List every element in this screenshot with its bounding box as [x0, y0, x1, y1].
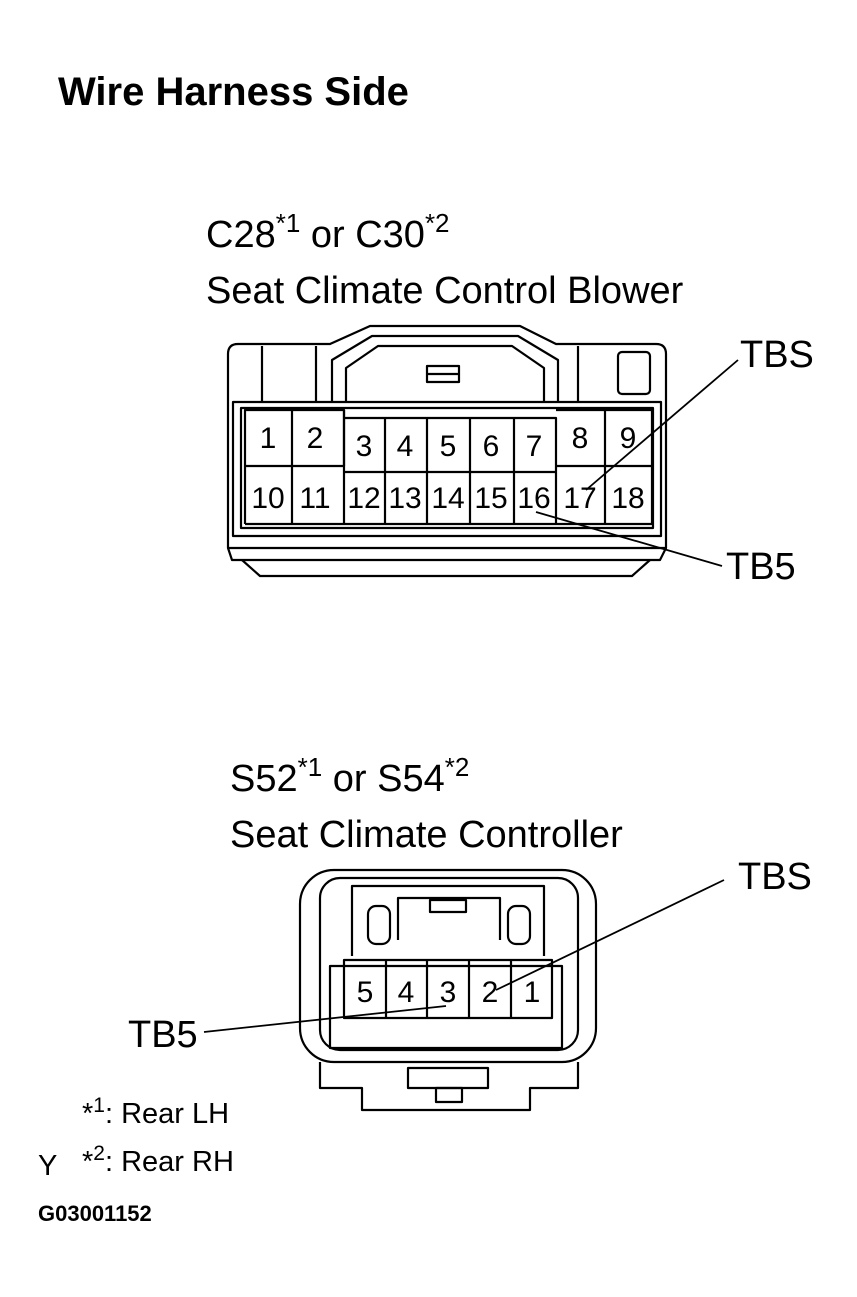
bottom-connector-id-b: S54 — [377, 758, 445, 800]
bottom-connector-id: S52*1 or S54*2 — [230, 754, 469, 800]
pin-number: 4 — [398, 976, 415, 1009]
pin-number: 1 — [524, 976, 541, 1009]
footnote-2: *2: Rear RH — [82, 1143, 234, 1178]
footnote-ref-2: *2 — [424, 208, 450, 238]
leader-bottom-tbs — [495, 879, 725, 991]
top-connector-id-b: C30 — [355, 214, 425, 256]
callout-top-tb5: TB5 — [726, 546, 796, 588]
pin-number: 7 — [526, 430, 543, 463]
or-text: or — [310, 214, 345, 256]
pin-number: 16 — [517, 482, 550, 515]
footnote-1: *1: Rear LH — [82, 1095, 230, 1130]
callout-top-tbs: TBS — [740, 334, 814, 376]
footnote-mark: * — [82, 1146, 94, 1178]
pin-number: 13 — [388, 482, 421, 515]
pin-number: 3 — [440, 976, 457, 1009]
pin-number: 2 — [482, 976, 499, 1009]
footnote-ref-1: *1 — [275, 208, 301, 238]
pin-number: 5 — [440, 430, 457, 463]
top-connector-id: C28*1 or C30*2 — [206, 210, 450, 256]
footnote-text: : Rear RH — [104, 1146, 234, 1178]
pin-number: 5 — [357, 976, 374, 1009]
stray-mark: Y — [38, 1150, 58, 1182]
page-title: Wire Harness Side — [58, 70, 409, 114]
pin-number: 17 — [563, 482, 596, 515]
pin-number: 2 — [307, 422, 324, 455]
pin-number: 10 — [251, 482, 284, 515]
footnote-ref-2: *2 — [444, 752, 470, 782]
callout-bottom-tbs: TBS — [738, 856, 812, 898]
leader-top-tbs — [585, 359, 739, 491]
pin-number: 1 — [260, 422, 277, 455]
top-connector-id-a: C28 — [206, 214, 276, 256]
pin-number: 6 — [483, 430, 500, 463]
figure-code: G03001152 — [38, 1201, 152, 1226]
leader-bottom-tb5 — [203, 1005, 447, 1033]
callout-bottom-tb5: TB5 — [128, 1014, 198, 1056]
pin-number: 14 — [431, 482, 464, 515]
pin-number: 15 — [474, 482, 507, 515]
or-text: or — [332, 758, 367, 800]
pin-number: 9 — [620, 422, 637, 455]
pin-number: 4 — [397, 430, 414, 463]
pin-number: 3 — [356, 430, 373, 463]
footnote-number: 1 — [93, 1094, 105, 1117]
top-connector-name: Seat Climate Control Blower — [206, 270, 684, 312]
top-connector-pin-grid — [243, 408, 654, 526]
pin-number: 11 — [299, 482, 330, 515]
bottom-connector-name: Seat Climate Controller — [230, 814, 623, 856]
bottom-connector-housing — [298, 868, 598, 1112]
footnote-number: 2 — [93, 1142, 105, 1165]
footnote-mark: * — [82, 1098, 94, 1130]
pin-number: 18 — [611, 482, 644, 515]
pin-number: 12 — [347, 482, 380, 515]
bottom-connector-id-a: S52 — [230, 758, 298, 800]
leader-top-tb5 — [535, 511, 723, 567]
footnote-ref-1: *1 — [297, 752, 323, 782]
pin-number: 8 — [572, 422, 589, 455]
footnote-text: : Rear LH — [104, 1098, 230, 1130]
